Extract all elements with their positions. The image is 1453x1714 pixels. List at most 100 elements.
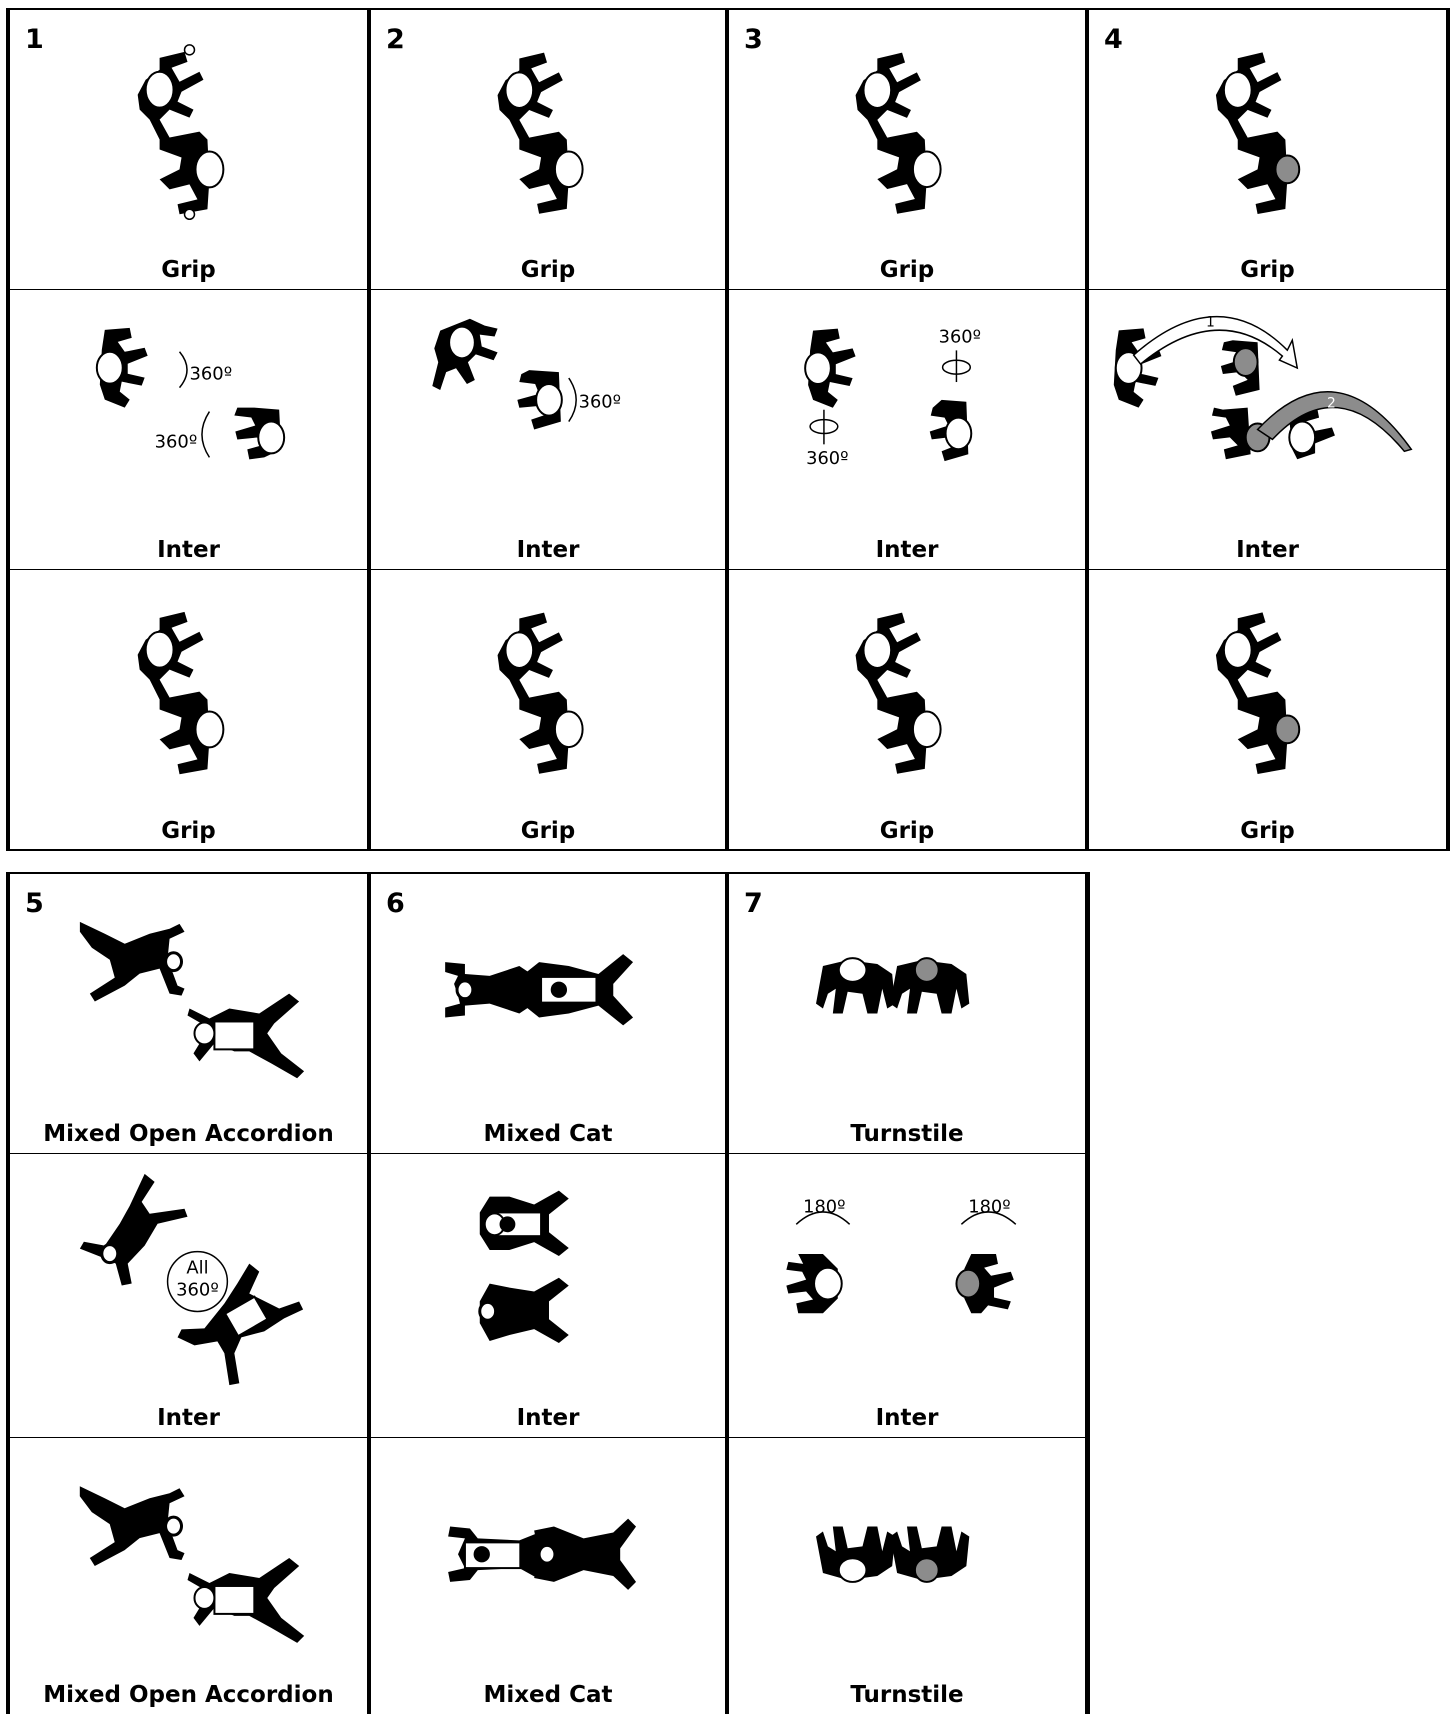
jumper-figure <box>234 408 284 460</box>
formation-figure <box>371 1154 725 1437</box>
cell-label: Mixed Open Accordion <box>10 1121 367 1147</box>
formation-figure <box>1089 10 1446 289</box>
jumper-figure <box>816 1527 895 1582</box>
cell-5-inter: All 360º Inter <box>10 1154 368 1438</box>
cell-label: Mixed Cat <box>371 1121 725 1147</box>
jumper-figure <box>856 613 941 774</box>
jumper-figure <box>816 958 895 1013</box>
formation-figure <box>371 570 725 850</box>
cell-label: Grip <box>10 818 367 844</box>
jumper-figure <box>188 1558 305 1643</box>
jumper-figure <box>534 1519 636 1590</box>
jumper-figure <box>138 45 224 219</box>
bottom-block: 5 Mixed Open Accordion Al <box>8 872 1088 1712</box>
jumper-figure <box>432 319 497 390</box>
formation-figure: 1 2 <box>1089 290 1446 569</box>
formation-figure: 180º 180º <box>729 1154 1085 1437</box>
jumper-figure <box>890 1527 969 1582</box>
formation-figure <box>10 1438 367 1714</box>
rotation-annotation: 360º <box>176 1280 219 1301</box>
jumper-figure <box>517 370 561 429</box>
jumper-figure <box>930 400 972 461</box>
rotation-annotation: 180º <box>968 1196 1010 1217</box>
jumper-figure <box>519 954 633 1025</box>
top-block: 1 Grip 360º 360º <box>8 8 1448 851</box>
jumper-figure <box>498 613 583 774</box>
cell-2-grip-bottom: Grip <box>368 570 726 851</box>
cell-label: Grip <box>371 818 725 844</box>
cell-3-grip-bottom: Grip <box>726 570 1086 851</box>
cell-label: Inter <box>371 1405 725 1431</box>
formation-figure <box>729 570 1085 850</box>
formation-figure <box>371 874 725 1153</box>
formation-figure <box>10 570 367 850</box>
jumper-figure <box>138 612 224 774</box>
cell-label: Grip <box>1089 818 1446 844</box>
cell-label: Grip <box>10 257 367 283</box>
jumper-figure <box>498 53 583 214</box>
cell-1-grip-bottom: Grip <box>10 570 368 851</box>
cell-2-inter: 360º Inter <box>368 290 726 570</box>
cell-4-grip-top: 4 Grip <box>1086 10 1446 290</box>
cell-7-top: 7 Turnstile <box>726 874 1086 1154</box>
jumper-figure <box>856 53 941 214</box>
rotation-annotation: 360º <box>939 326 981 347</box>
cell-4-grip-bottom: Grip <box>1086 570 1446 851</box>
cell-7-inter: 180º 180º Inter <box>726 1154 1086 1438</box>
cell-label: Grip <box>371 257 725 283</box>
cell-3-inter: 360º 360º Inter <box>726 290 1086 570</box>
formation-figure <box>729 10 1085 289</box>
jumper-figure <box>80 922 185 1002</box>
cell-3-grip-top: 3 Grip <box>726 10 1086 290</box>
cell-label: Grip <box>729 818 1085 844</box>
formation-figure <box>729 1438 1085 1714</box>
jumper-figure <box>188 994 305 1079</box>
rotation-annotation: All <box>186 1258 208 1279</box>
rotation-annotation: 360º <box>579 392 621 413</box>
jumper-figure <box>80 1486 185 1566</box>
jumper-figure <box>1216 612 1299 774</box>
cell-4-inter: 1 2 Inter <box>1086 290 1446 570</box>
formation-figure: 360º <box>371 290 725 569</box>
jumper-figure <box>97 328 148 408</box>
cell-6-top: 6 Mixed Cat <box>368 874 726 1154</box>
move-annotation: 1 <box>1206 314 1215 330</box>
jumper-figure <box>956 1254 1013 1313</box>
cell-label: Inter <box>10 1405 367 1431</box>
formation-figure: All 360º <box>10 1154 367 1437</box>
formation-figure <box>371 1438 725 1714</box>
jumper-figure <box>1211 408 1270 460</box>
rotation-annotation: 180º <box>803 1196 845 1217</box>
cell-label: Turnstile <box>729 1682 1085 1708</box>
cell-label: Inter <box>371 537 725 563</box>
formation-figure <box>729 874 1085 1153</box>
cell-6-inter: Inter <box>368 1154 726 1438</box>
move-annotation: 2 <box>1327 396 1336 412</box>
cell-7-bottom: Turnstile <box>726 1438 1086 1714</box>
cell-1-inter: 360º 360º Inter <box>10 290 368 570</box>
jumper-figure <box>1216 52 1299 214</box>
jumper-figure <box>480 1191 569 1256</box>
formation-figure <box>371 10 725 289</box>
cell-label: Grip <box>729 257 1085 283</box>
cell-5-top: 5 Mixed Open Accordion <box>10 874 368 1154</box>
cell-5-bottom: Mixed Open Accordion <box>10 1438 368 1714</box>
cell-label: Inter <box>729 537 1085 563</box>
cell-2-grip-top: 2 Grip <box>368 10 726 290</box>
rotation-annotation: 360º <box>155 431 198 452</box>
cell-label: Mixed Cat <box>371 1682 725 1708</box>
jumper-figure <box>786 1254 841 1313</box>
jumper-figure <box>805 329 855 408</box>
cell-label: Inter <box>1089 537 1446 563</box>
cell-label: Grip <box>1089 257 1446 283</box>
jumper-figure <box>890 958 969 1013</box>
formation-figure <box>1089 570 1446 850</box>
jumper-figure <box>480 1278 569 1343</box>
cell-label: Mixed Open Accordion <box>10 1682 367 1708</box>
cell-label: Inter <box>729 1405 1085 1431</box>
cell-label: Inter <box>10 537 367 563</box>
jumper-figure <box>1221 340 1260 396</box>
rotation-annotation: 360º <box>189 364 232 385</box>
formation-figure: 360º 360º <box>729 290 1085 569</box>
cell-1-grip-top: 1 Grip <box>10 10 368 290</box>
